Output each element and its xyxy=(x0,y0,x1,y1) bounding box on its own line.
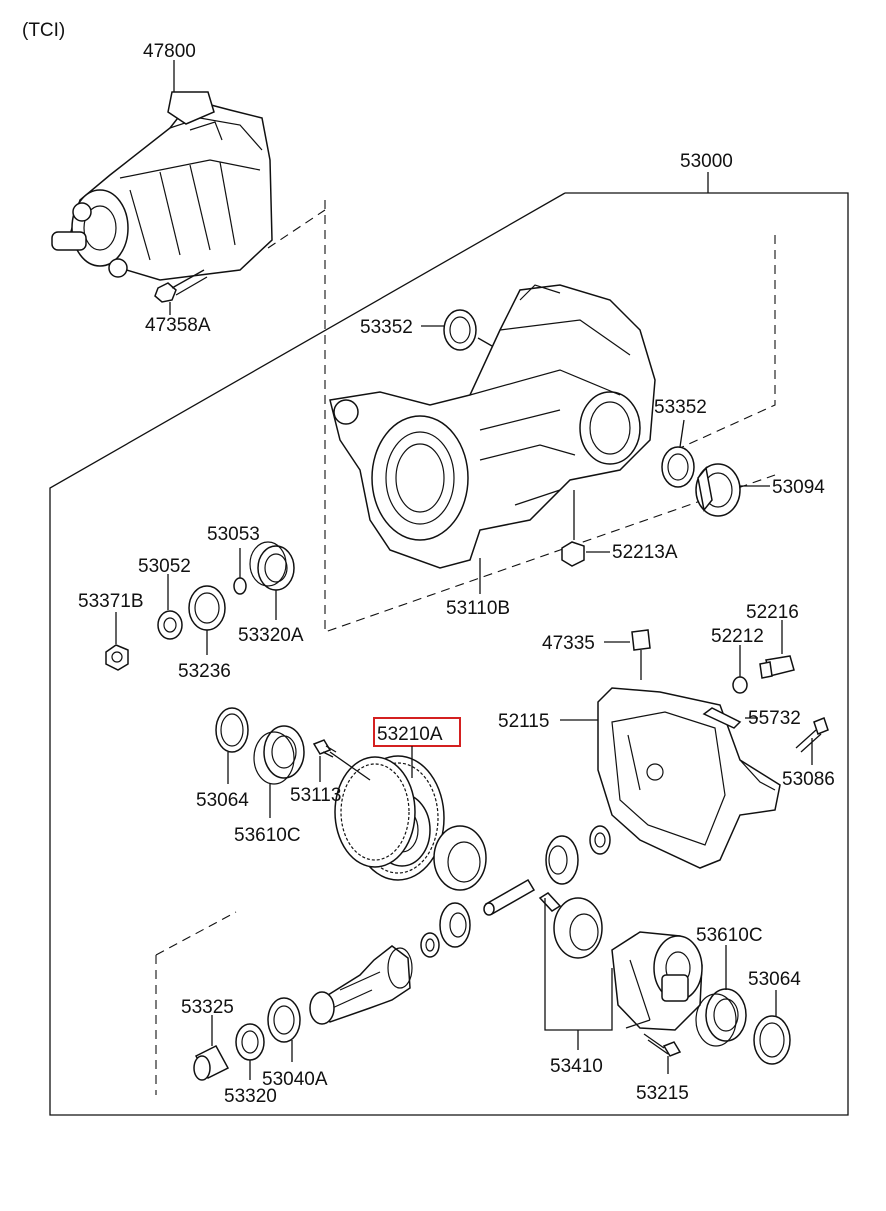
part-label-53053: 53053 xyxy=(207,524,260,545)
part-label-53052: 53052 xyxy=(138,556,191,577)
side-gear-right xyxy=(553,897,603,959)
bearing-53320 xyxy=(235,1023,265,1061)
thrust-washer-lower xyxy=(420,932,440,958)
part-label-53610c-left: 53610C xyxy=(234,825,301,846)
lock-nut-53371b xyxy=(105,644,129,671)
oil-seal-53352-upper xyxy=(443,309,477,351)
dashed-group-housing xyxy=(324,200,776,633)
part-label-53094: 53094 xyxy=(772,477,825,498)
part-label-53210a[interactable]: 53210A xyxy=(377,724,443,745)
plug-52216 xyxy=(759,655,795,679)
transfer-case-illustration xyxy=(51,91,273,281)
part-label-53236: 53236 xyxy=(178,661,231,682)
bolt-47358a xyxy=(154,269,208,303)
pin-55732 xyxy=(702,707,742,729)
bolt-53086 xyxy=(795,717,829,753)
bearing-53040a xyxy=(267,997,301,1043)
part-label-47358a: 47358A xyxy=(145,315,211,336)
breather-47335 xyxy=(631,629,651,680)
part-label-55732: 55732 xyxy=(748,708,801,729)
part-label-53320a: 53320A xyxy=(238,625,304,646)
drain-plug-52213a xyxy=(561,490,585,567)
pinion-mate-gear-lower xyxy=(439,902,471,948)
flange-53094 xyxy=(695,463,741,517)
pinion-shaft xyxy=(483,878,536,916)
spacer-53325 xyxy=(193,1045,230,1081)
gasket-52212 xyxy=(732,676,748,694)
part-label-53000: 53000 xyxy=(680,151,733,172)
seal-53064-right xyxy=(753,1015,791,1065)
part-label-53064-left: 53064 xyxy=(196,790,249,811)
variant-label: (TCI) xyxy=(22,20,65,41)
part-label-53352-upper: 53352 xyxy=(360,317,413,338)
part-label-53086: 53086 xyxy=(782,769,835,790)
part-label-47800: 47800 xyxy=(143,41,196,62)
lock-pin xyxy=(538,892,562,912)
rear-cover-52115 xyxy=(597,687,781,869)
part-label-53215: 53215 xyxy=(636,1083,689,1104)
part-label-53325: 53325 xyxy=(181,997,234,1018)
part-label-53113: 53113 xyxy=(290,785,341,806)
ring-gear-53210a xyxy=(334,755,445,881)
part-label-53371b: 53371B xyxy=(78,591,144,612)
bolt-53215 xyxy=(643,1033,682,1057)
bearing-53610c-right xyxy=(695,988,747,1047)
carrier-housing-illustration xyxy=(329,284,656,569)
pinion-mate-gear-upper xyxy=(545,835,579,885)
bolt-53113 xyxy=(312,739,337,758)
side-gear-left xyxy=(433,825,487,891)
spacer-53236 xyxy=(188,585,226,631)
part-label-53064-right: 53064 xyxy=(748,969,801,990)
seal-53064-left xyxy=(215,707,249,753)
highlight-box-53210a xyxy=(373,717,461,747)
part-label-53352-right: 53352 xyxy=(654,397,707,418)
part-label-47335: 47335 xyxy=(542,633,595,654)
part-label-53320: 53320 xyxy=(224,1086,277,1107)
part-label-52216: 52216 xyxy=(746,602,799,623)
part-label-53410: 53410 xyxy=(550,1056,603,1077)
o-ring-53053 xyxy=(233,577,247,595)
drive-pinion-gear xyxy=(309,945,413,1025)
thrust-washer-upper xyxy=(589,825,611,855)
part-label-52115: 52115 xyxy=(498,711,549,732)
bearing-53320a xyxy=(249,541,295,591)
part-label-53040a: 53040A xyxy=(262,1069,328,1090)
part-label-52213a: 52213A xyxy=(612,542,678,563)
washer-53052 xyxy=(157,610,183,640)
oil-seal-53352-right xyxy=(661,446,695,488)
differential-case xyxy=(611,931,703,1031)
leader-53352-right xyxy=(679,419,685,448)
bearing-53610c-left xyxy=(253,725,305,785)
assembly-boundary-53000 xyxy=(49,192,849,1116)
part-label-53610c-right: 53610C xyxy=(696,925,763,946)
part-label-53110b: 53110B xyxy=(446,598,510,619)
part-label-52212: 52212 xyxy=(711,626,764,647)
